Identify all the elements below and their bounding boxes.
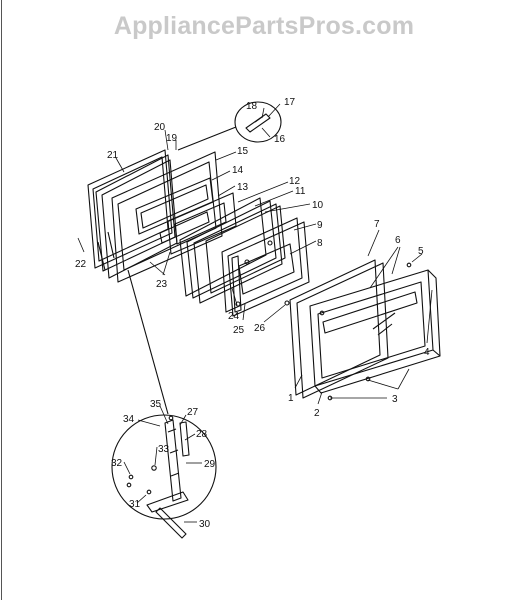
- callout-18: 18: [246, 101, 258, 112]
- watermark: AppliancePartsPros.com: [113, 12, 415, 40]
- callout-15: 15: [237, 146, 249, 157]
- callout-11: 11: [295, 186, 306, 197]
- callout-23: 23: [156, 279, 168, 290]
- callout-1: 1: [288, 393, 294, 404]
- callout-34: 34: [123, 414, 135, 425]
- hinge-detail-top: [177, 101, 282, 151]
- callout-24: 24: [228, 311, 240, 322]
- callout-9: 9: [317, 220, 323, 231]
- callout-25: 25: [233, 325, 245, 336]
- callout-16: 16: [274, 134, 286, 145]
- callout-10: 10: [312, 200, 324, 211]
- callout-13: 13: [237, 182, 249, 193]
- inner-glass-panels: [167, 192, 286, 304]
- callout-7: 7: [374, 219, 380, 230]
- callout-6: 6: [395, 235, 401, 246]
- callout-2: 2: [314, 408, 320, 419]
- callout-14: 14: [232, 165, 244, 176]
- callout-8: 8: [317, 238, 323, 249]
- hinge-detail-bottom: [111, 269, 217, 539]
- callout-26: 26: [254, 323, 266, 334]
- callout-22: 22: [75, 259, 87, 270]
- callout-21: 21: [107, 150, 119, 161]
- callout-30: 30: [199, 519, 211, 530]
- callout-17: 17: [284, 97, 296, 108]
- outer-door-frame-glass: [289, 259, 441, 401]
- callout-4: 4: [424, 347, 430, 358]
- callout-19: 19: [166, 133, 178, 144]
- leader-lines: [77, 103, 433, 523]
- callout-20: 20: [154, 122, 166, 133]
- door-liner-panels: [221, 217, 310, 317]
- callout-29: 29: [204, 459, 216, 470]
- page-border-line: [1, 0, 2, 600]
- callout-28: 28: [196, 429, 208, 440]
- rear-door-panels: [87, 149, 223, 283]
- callout-32: 32: [111, 458, 123, 469]
- callout-3: 3: [392, 394, 398, 405]
- callout-35: 35: [150, 399, 162, 410]
- callout-33: 33: [158, 444, 170, 455]
- callout-27: 27: [187, 407, 199, 418]
- callout-labels: 1 2 3 4 5 6 7 8 9 10 11 12 13 14 15 16 1…: [75, 97, 430, 530]
- callout-12: 12: [289, 176, 301, 187]
- callout-31: 31: [129, 499, 141, 510]
- callout-5: 5: [418, 246, 424, 257]
